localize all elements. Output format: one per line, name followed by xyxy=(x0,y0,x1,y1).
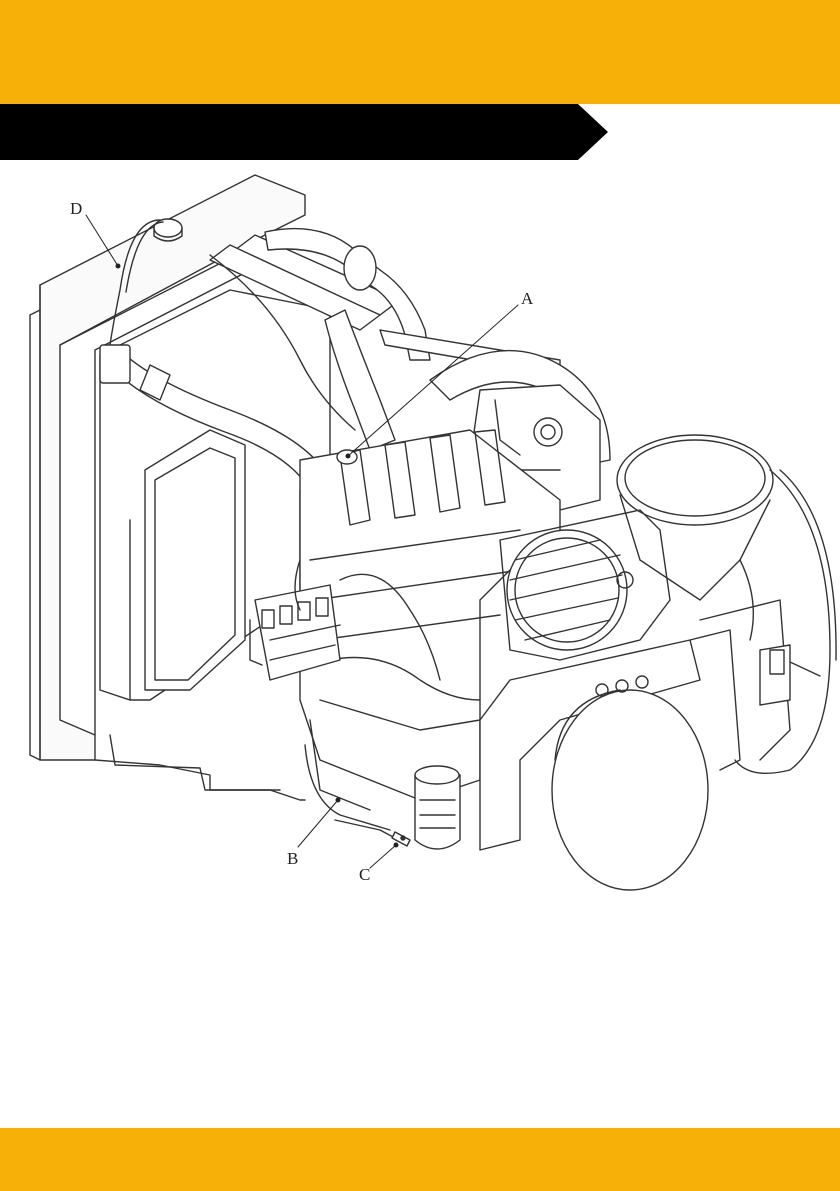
callout-c: C xyxy=(359,865,370,884)
section-banner xyxy=(0,104,608,160)
flywheel-housing xyxy=(480,600,820,890)
footer-band xyxy=(0,1128,840,1191)
sensor xyxy=(335,820,410,846)
oil-filter xyxy=(415,766,460,849)
callout-a: A xyxy=(521,289,534,308)
engine-illustration: D A B C xyxy=(0,160,840,920)
callout-d: D xyxy=(70,199,82,218)
header-band xyxy=(0,0,840,104)
callout-b: B xyxy=(287,849,298,868)
